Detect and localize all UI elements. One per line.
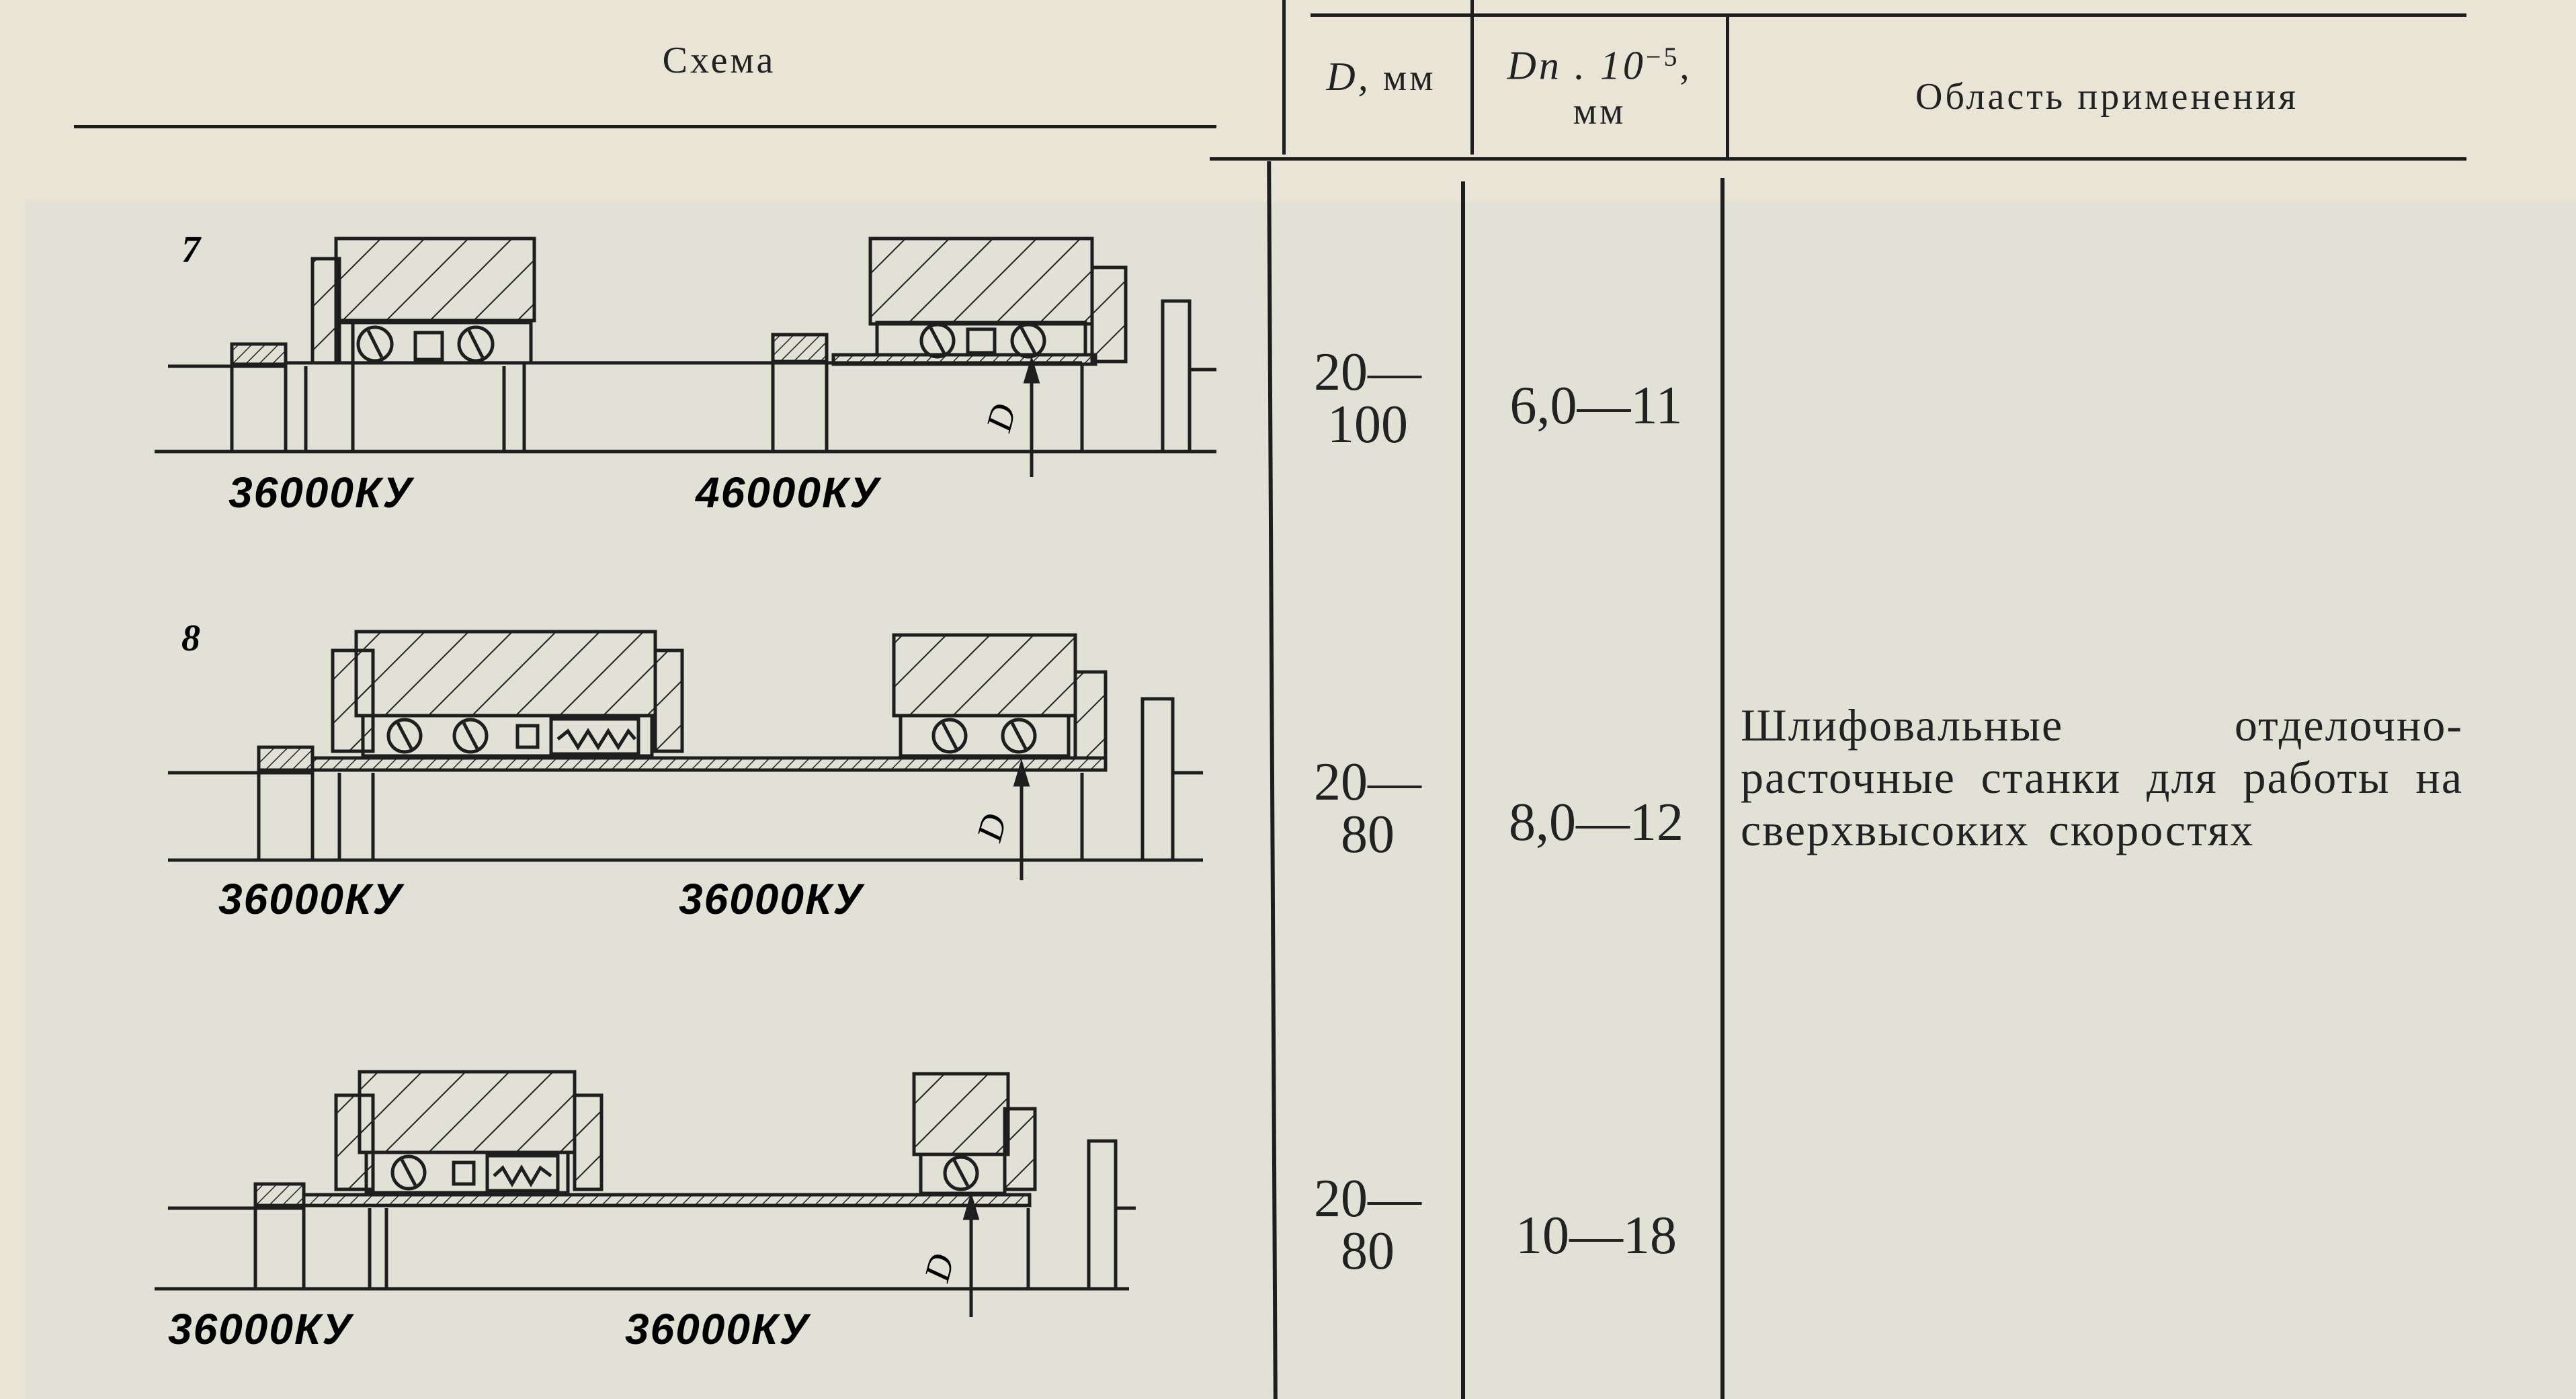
column-divider-3-body [1720, 178, 1725, 1399]
scheme-8-bearing-right: 36000КУ [679, 875, 865, 923]
column-divider-2 [1470, 0, 1474, 155]
bearing-schemes-drawing: 7 D 36000КУ 46000КУ 8 D 36000КУ 36000КУ … [155, 229, 1216, 1353]
scheme-7 [155, 237, 1216, 477]
scheme-9-bearing-left: 36000КУ [168, 1305, 354, 1353]
scheme-8-number: 8 [181, 618, 200, 659]
header-d-symbol: D, [1326, 54, 1371, 99]
scheme-8-bearing-left: 36000КУ [218, 875, 405, 923]
scheme-7-dim-label: D [978, 400, 1024, 436]
header-dn: Dn . 10−5, мм [1475, 35, 1724, 134]
scheme-7-bearing-left: 36000КУ [228, 468, 415, 517]
application-description: Шлифовальные отделочно-расточные станки … [1741, 700, 2463, 855]
header-d-unit: мм [1382, 57, 1436, 99]
scheme-8-dim-label: D [968, 810, 1014, 846]
scheme-7-number: 7 [181, 229, 202, 271]
row-8-d-range: 20— 80 [1314, 753, 1421, 864]
header-d: D, мм [1294, 54, 1468, 100]
header-schema: Схема [662, 40, 776, 81]
column-divider-1 [1282, 0, 1286, 155]
row-8-dn-range: 8,0—12 [1509, 793, 1684, 852]
header-dn-unit: мм [1573, 90, 1626, 132]
scheme-7-bearing-right: 46000КУ [694, 468, 882, 517]
header-top-rule [1311, 13, 2466, 17]
header-dn-exponent: −5 [1645, 42, 1680, 72]
header-application: Область применения [1915, 76, 2298, 118]
row-9-d-range: 20— 80 [1314, 1169, 1421, 1281]
header-bottom-rule-left [74, 125, 1216, 128]
scheme-9 [155, 1070, 1136, 1317]
header-dn-comma: , [1679, 46, 1692, 88]
scheme-8 [168, 630, 1203, 880]
row-7-d-range: 20— 100 [1314, 343, 1421, 454]
column-divider-2-body [1461, 181, 1465, 1399]
row-9-dn-range: 10—18 [1515, 1206, 1677, 1265]
scheme-9-bearing-right: 36000КУ [625, 1305, 811, 1353]
column-divider-3 [1726, 13, 1729, 158]
row-7-dn-range: 6,0—11 [1509, 376, 1683, 435]
header-dn-symbol: Dn . 10 [1507, 43, 1646, 88]
scheme-9-dim-label: D [916, 1250, 962, 1286]
header-bottom-rule-right [1210, 157, 2466, 161]
